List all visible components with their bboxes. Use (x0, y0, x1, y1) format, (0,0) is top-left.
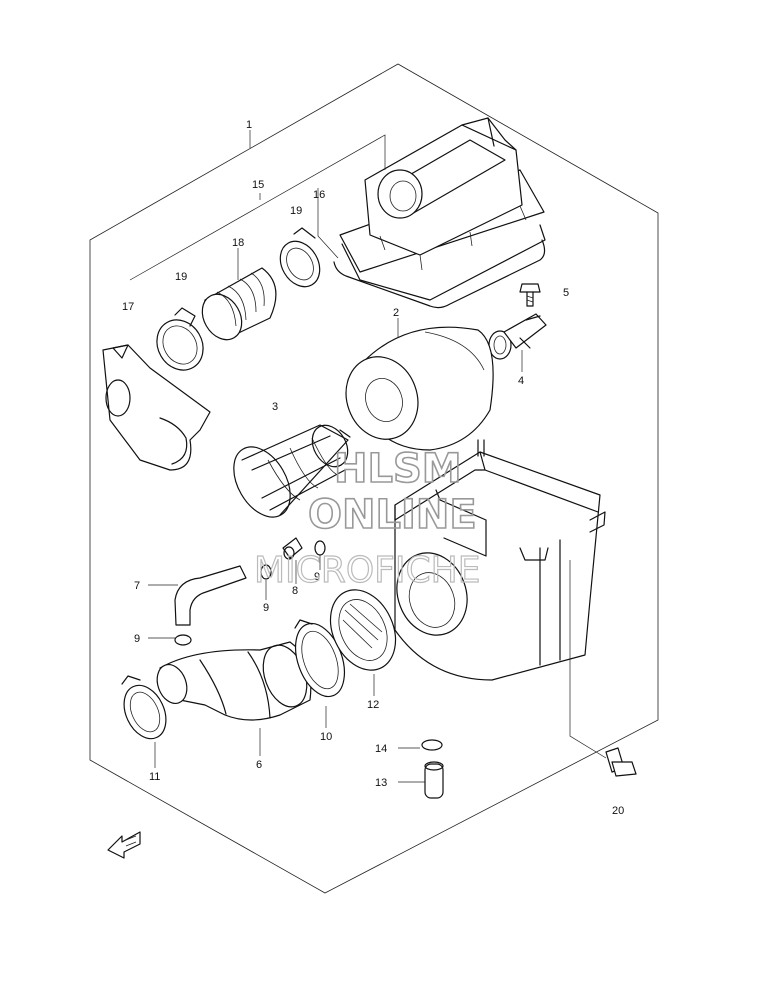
watermark-line-1: HLSM (334, 446, 462, 492)
part-19-clamp-a (156, 307, 204, 371)
callout-5: 5 (563, 287, 569, 299)
callout-10: 10 (320, 731, 332, 743)
callout-19a: 19 (290, 205, 302, 217)
callout-8: 8 (292, 585, 298, 597)
callout-3: 3 (272, 401, 278, 413)
part-12-screen (329, 589, 397, 671)
callout-9a: 9 (314, 571, 320, 583)
callout-14: 14 (375, 743, 387, 755)
part-4-clamp (488, 313, 547, 360)
callout-1: 1 (246, 119, 252, 131)
watermark-line-3: MICROFICHE (254, 550, 480, 591)
callout-6: 6 (256, 759, 262, 771)
part-2-filter-element (345, 326, 494, 451)
callout-20: 20 (612, 805, 624, 817)
watermark-line-2: ONLINE (308, 492, 477, 538)
callout-9c: 9 (134, 633, 140, 645)
watermark: HLSM ONLINE MICROFICHE (253, 445, 481, 591)
part-13-plug (424, 761, 444, 799)
part-3-filter-cage (233, 424, 351, 518)
part-18-intake-boot (201, 267, 277, 341)
callout-4: 4 (518, 375, 524, 387)
callout-2: 2 (393, 307, 399, 319)
part-14-ring (421, 739, 443, 751)
callout-18: 18 (232, 237, 244, 249)
fwd-arrow-icon (107, 831, 141, 859)
callout-12: 12 (367, 699, 379, 711)
part-9-clip-c (174, 634, 192, 646)
part-5-screw (519, 283, 541, 307)
part-11-clamp (121, 675, 167, 740)
callout-9b: 9 (263, 602, 269, 614)
part-9-clip-a (260, 564, 272, 580)
callout-16: 16 (313, 189, 325, 201)
callout-7: 7 (134, 580, 140, 592)
part-7-drain-hose (174, 565, 247, 626)
part-16-cleaner-cap (333, 117, 546, 309)
assembly-outline (89, 63, 659, 894)
part-19-clamp-b (279, 227, 321, 288)
air-cleaner-case (394, 439, 606, 681)
callout-19b: 19 (175, 271, 187, 283)
callout-17: 17 (122, 301, 134, 313)
leader-lines (129, 130, 607, 783)
part-6-intake-duct (156, 641, 312, 721)
part-8-nipple (282, 537, 303, 560)
part-10-clamp (294, 619, 346, 698)
callout-13: 13 (375, 777, 387, 789)
callout-15: 15 (252, 179, 264, 191)
part-20-bolt (605, 747, 637, 777)
part-17-inlet-cover (102, 344, 211, 471)
callout-11: 11 (149, 771, 160, 783)
